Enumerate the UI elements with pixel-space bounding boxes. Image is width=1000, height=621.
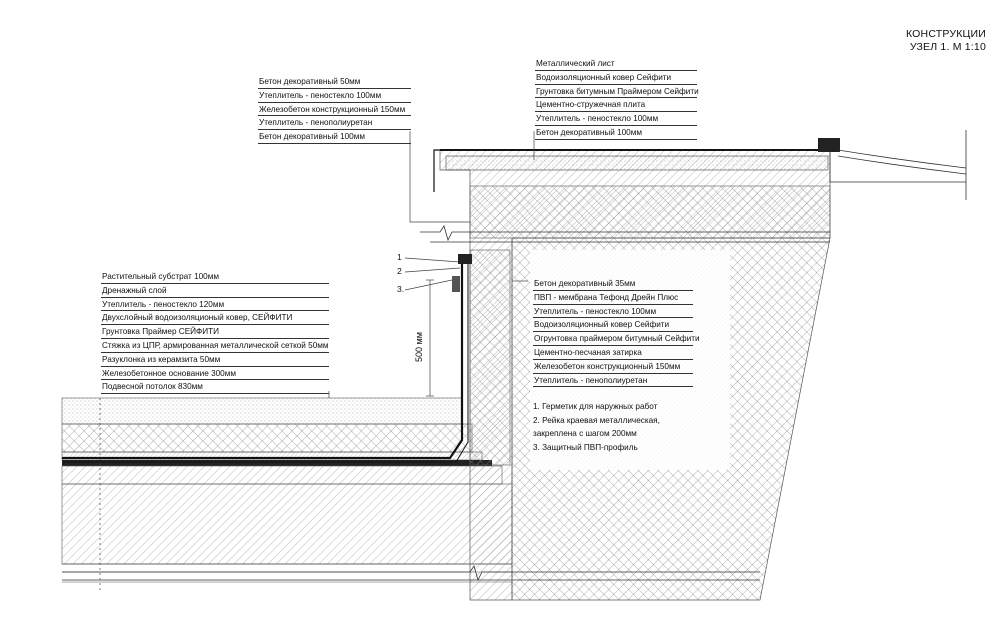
callout-left: Растительный субстрат 100мм Дренажный сл… <box>101 270 329 395</box>
callout-item: Цементно-песчаная затирка <box>533 346 693 360</box>
callout-item: Цементно-стружечная плита <box>535 98 697 113</box>
callout-item: Утеплитель - пеностекло 100мм <box>535 112 697 126</box>
callout-right: Бетон декоративный 35мм ПВП - мембрана Т… <box>533 277 700 388</box>
callout-item: Дренажный слой <box>101 284 329 298</box>
drawing-title: КОНСТРУКЦИИ <box>905 28 986 40</box>
callout-item: Растительный субстрат 100мм <box>101 270 329 284</box>
right-block <box>511 237 831 601</box>
parapet-wall <box>62 149 831 601</box>
callout-item: Бетон декоративный 100мм <box>535 126 697 140</box>
callout-item: Разуклонка из керамзита 50мм <box>101 353 329 367</box>
callout-item: Утеплитель - пенополиуретан <box>533 374 693 388</box>
marker-3: 3. <box>397 284 405 294</box>
note-2-cont: закреплена с шагом 200мм <box>533 429 637 438</box>
note-2: 2. Рейка краевая металлическая, <box>533 415 660 425</box>
callout-item: Бетон декоративный 100мм <box>258 130 411 144</box>
left-slab <box>61 397 513 583</box>
callout-item: Железобетонное основание 300мм <box>101 367 329 381</box>
callout-item: ПВП - мембрана Тефонд Дрейн Плюс <box>533 291 693 305</box>
marker-2: 2 <box>397 266 402 276</box>
callout-item: Грунтовка Праймер СЕЙФИТИ <box>101 325 329 339</box>
note-1: 1. Герметик для наружных работ <box>533 402 658 411</box>
callout-item: Утеплитель - пеностекло 100мм <box>258 89 411 103</box>
edge-details <box>452 254 472 292</box>
drawing-subtitle: УЗЕЛ 1. М 1:10 <box>909 41 986 53</box>
callout-item: Утеплитель - пенополиуретан <box>258 116 411 131</box>
callout-item: Утеплитель - пеностекло 100мм <box>533 305 693 319</box>
callout-item: Железобетон конструкционный 150мм <box>533 360 693 374</box>
callout-top-left: Бетон декоративный 50мм Утеплитель - пен… <box>258 75 411 144</box>
break-lines <box>62 225 830 582</box>
marker-1: 1 <box>397 252 402 262</box>
notes: 1. Герметик для наружных работ 2. Рейка … <box>533 400 660 454</box>
leader-lines <box>99 131 535 590</box>
callout-item: Огрунтовка праймером битумный Сейфити <box>533 332 700 346</box>
callout-item: Грунтовка битумным Праймером Сейфити <box>535 85 699 99</box>
callout-item: Водоизоляционный ковер Сейфити <box>533 318 693 333</box>
dimension-label: 500 мм <box>414 332 424 362</box>
window-frame <box>818 130 967 200</box>
callout-item: Бетон декоративный 50мм <box>258 75 411 89</box>
callout-item: Утеплитель - пеностекло 120мм <box>101 298 329 312</box>
callout-item: Бетон декоративный 35мм <box>533 277 693 291</box>
callout-item: Водоизоляционный ковер Сейфити <box>535 71 697 85</box>
callout-item: Подвесной потолок 830мм <box>101 380 329 395</box>
callout-item: Двухслойный водоизоляционый ковер, СЕЙФИ… <box>101 311 329 326</box>
callout-item: Стяжка из ЦПР, армированная металлическо… <box>101 339 329 353</box>
callout-item: Железобетон конструкционный 150мм <box>258 103 411 117</box>
callout-top-right: Металлический лист Водоизоляционный кове… <box>535 57 699 140</box>
note-3: 3. Защитный ПВП-профиль <box>533 442 638 452</box>
callout-item: Металлический лист <box>535 57 697 71</box>
